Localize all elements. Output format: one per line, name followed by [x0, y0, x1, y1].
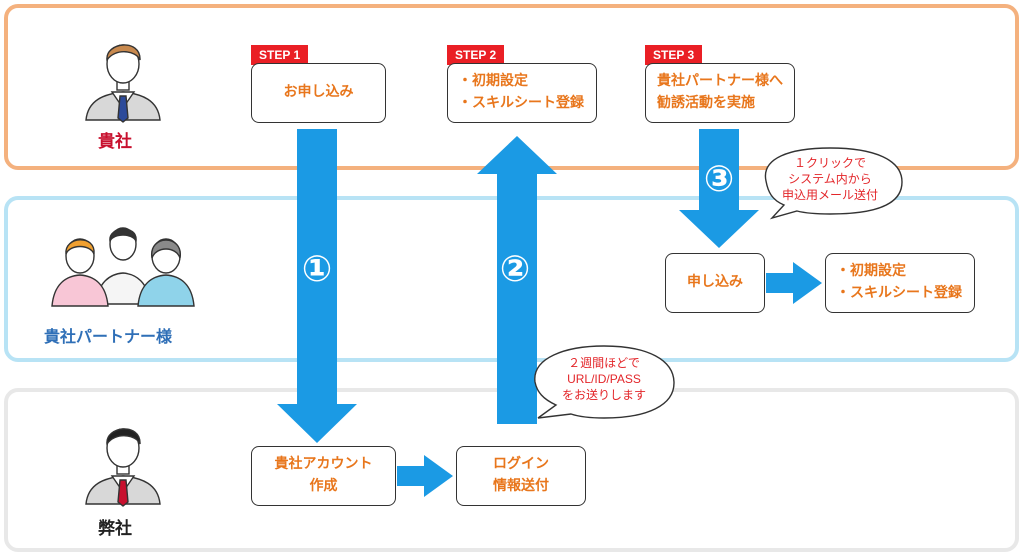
speech-bubble-two-weeks: [534, 345, 675, 419]
bubble-text-one-click: １クリックで システム内から 申込用メール送付: [781, 156, 878, 203]
arrow-up-2: [477, 136, 557, 424]
businessman-red-tie-icon: [85, 428, 161, 507]
step3-box-recruit: 貴社パートナー様へ 勧誘活動を実施: [645, 63, 795, 123]
lane-label-ours: 弊社: [98, 519, 132, 539]
arrow-right-ours: [397, 455, 453, 497]
step-tag-1: STEP 1: [251, 45, 309, 65]
ours-box-login-info: ログイン 情報送付: [456, 446, 586, 506]
arrow-down-1: [277, 129, 357, 443]
bubble-text-two-weeks: ２週間ほどで URL/ID/PASS をお送りします: [561, 356, 646, 403]
speech-bubble-one-click: [764, 147, 903, 220]
partner-box-setup: ・初期設定 ・スキルシート登録: [825, 253, 975, 313]
step2-box-setup: ・初期設定 ・スキルシート登録: [447, 63, 597, 123]
partner-box-apply: 申し込み: [665, 253, 765, 313]
arrow-number-1: ①: [301, 249, 333, 290]
arrow-number-3: ③: [703, 159, 735, 200]
step-tag-2: STEP 2: [447, 45, 505, 65]
partners-group-icon: [51, 227, 195, 307]
lane-label-partner: 貴社パートナー様: [44, 327, 173, 346]
step-tag-3: STEP 3: [645, 45, 703, 65]
ours-box-account-creation: 貴社アカウント 作成: [251, 446, 396, 506]
arrow-right-partner: [766, 262, 822, 304]
arrow-down-3: [679, 129, 759, 248]
lane-label-company: 貴社: [98, 132, 132, 152]
step1-box-apply: お申し込み: [251, 63, 386, 123]
arrow-number-2: ②: [499, 249, 531, 290]
businessman-icon: [85, 44, 161, 123]
